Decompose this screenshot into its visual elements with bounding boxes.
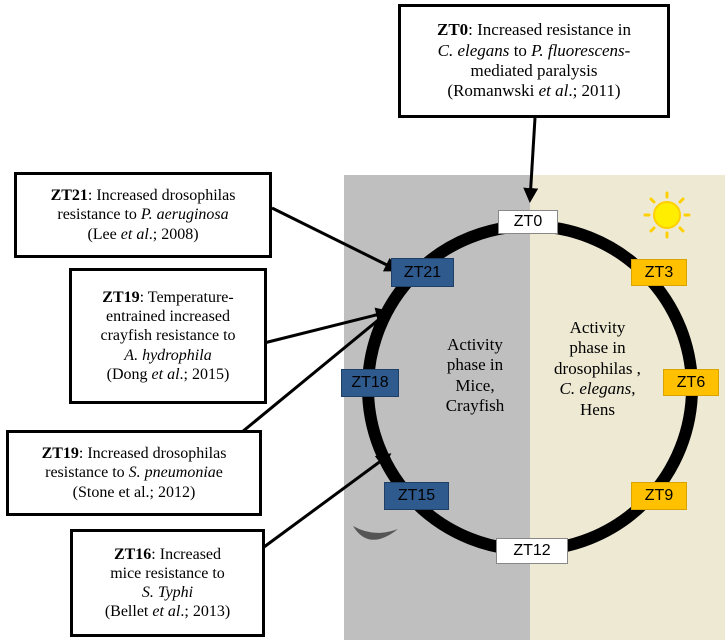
marker-zt3: ZT3 <box>631 259 687 286</box>
note-zt19b-suffix: e <box>215 464 223 482</box>
note-zt21-species: P. aeruginosa <box>140 206 229 224</box>
note-zt16-line-1: : Increased <box>151 545 222 563</box>
note-zt0-to: to <box>509 40 532 60</box>
note-zt19b-species: S. pneumonia <box>128 464 216 482</box>
marker-zt12: ZT12 <box>496 538 568 564</box>
note-zt21-line-1: : Increased drosophilas <box>87 187 236 205</box>
note-zt16: ZT16: Increased mice resistance to S. Ty… <box>70 529 265 637</box>
day-phase-line-3: drosophilas , <box>554 358 641 378</box>
note-zt21: ZT21: Increased drosophilas resistance t… <box>14 172 272 258</box>
note-zt19-drosophila: ZT19: Increased drosophilas resistance t… <box>6 430 262 516</box>
note-zt19a-author: (Dong <box>106 365 152 383</box>
note-zt16-tag: ZT16 <box>113 545 152 563</box>
day-phase-line-4: C. elegans, <box>535 379 660 399</box>
arrow-zt21 <box>271 206 400 272</box>
night-phase-line-4: Crayfish <box>445 396 505 416</box>
day-phase-line-5: Hens <box>580 399 615 419</box>
note-zt19-crayfish: ZT19: Temperature- entrained increased c… <box>69 268 267 404</box>
day-phase-comma: , <box>631 379 636 399</box>
note-zt16-author: (Bellet <box>104 603 153 621</box>
note-zt19a-year: .; 2015) <box>179 365 230 383</box>
note-zt19b-tag: ZT19 <box>41 445 79 463</box>
note-zt19a-tag: ZT19 <box>102 289 140 307</box>
note-zt21-tag: ZT21 <box>50 187 88 205</box>
note-zt21-year: .; 2008) <box>148 225 199 243</box>
note-zt0: ZT0: Increased resistance in C. elegans … <box>398 4 670 118</box>
night-phase-line-1: Activity <box>447 335 503 354</box>
day-phase-label: Activity phase in drosophilas , C. elega… <box>535 318 660 420</box>
note-zt19a-etal: et al <box>151 365 180 383</box>
marker-zt21: ZT21 <box>391 258 454 287</box>
marker-zt18: ZT18 <box>341 369 399 397</box>
night-phase-line-3: Mice, <box>455 375 495 395</box>
note-zt16-species: S. Typhi <box>141 584 194 601</box>
night-phase-label: Activity phase in Mice, Crayfish <box>410 335 540 417</box>
day-phase-line-2: phase in <box>569 338 626 358</box>
note-zt19b-line-2: resistance to <box>45 464 129 482</box>
note-zt0-hyphen: - <box>624 40 631 60</box>
note-zt0-species-1: C. elegans <box>437 40 510 60</box>
note-zt19b-line-1: : Increased drosophilas <box>78 445 227 463</box>
marker-zt0: ZT0 <box>498 210 558 234</box>
note-zt21-author: (Lee <box>87 225 121 243</box>
note-zt19a-line-2: entrained increased <box>106 308 230 326</box>
arrow-zt19-crayfish <box>263 307 391 345</box>
night-phase-line-2: phase in <box>446 355 504 375</box>
note-zt19a-species: A. hydrophila <box>124 346 212 364</box>
note-zt0-tag: ZT0 <box>436 20 469 40</box>
note-zt16-line-2: mice resistance to <box>110 564 225 582</box>
sun-icon <box>643 191 691 239</box>
note-zt0-line-1: : Increased resistance in <box>468 20 632 40</box>
marker-zt15: ZT15 <box>384 482 449 510</box>
day-phase-species: C. elegans <box>559 379 632 399</box>
note-zt21-etal: et al <box>120 225 149 243</box>
note-zt19b-citation: (Stone et al.; 2012) <box>72 483 196 501</box>
note-zt0-year: .; 2011) <box>568 81 621 101</box>
note-zt19a-line-1: : Temperature- <box>139 289 234 307</box>
day-phase-line-1: Activity <box>569 318 626 337</box>
marker-zt6: ZT6 <box>663 369 719 396</box>
moon-icon <box>353 526 398 540</box>
note-zt0-etal: et al <box>538 81 569 101</box>
note-zt16-etal: et al <box>152 603 181 621</box>
marker-zt9: ZT9 <box>631 482 687 510</box>
note-zt0-author: (Romanwski <box>447 81 539 101</box>
note-zt19a-line-3: crayfish resistance to <box>100 327 236 345</box>
note-zt16-year: .; 2013) <box>180 603 231 621</box>
arrow-zt0 <box>523 117 539 203</box>
note-zt0-line-3: mediated paralysis <box>470 61 598 80</box>
note-zt0-species-2: P. fluorescens <box>531 40 625 60</box>
arrow-zt16 <box>263 453 392 549</box>
note-zt21-line-2: resistance to <box>57 206 141 224</box>
